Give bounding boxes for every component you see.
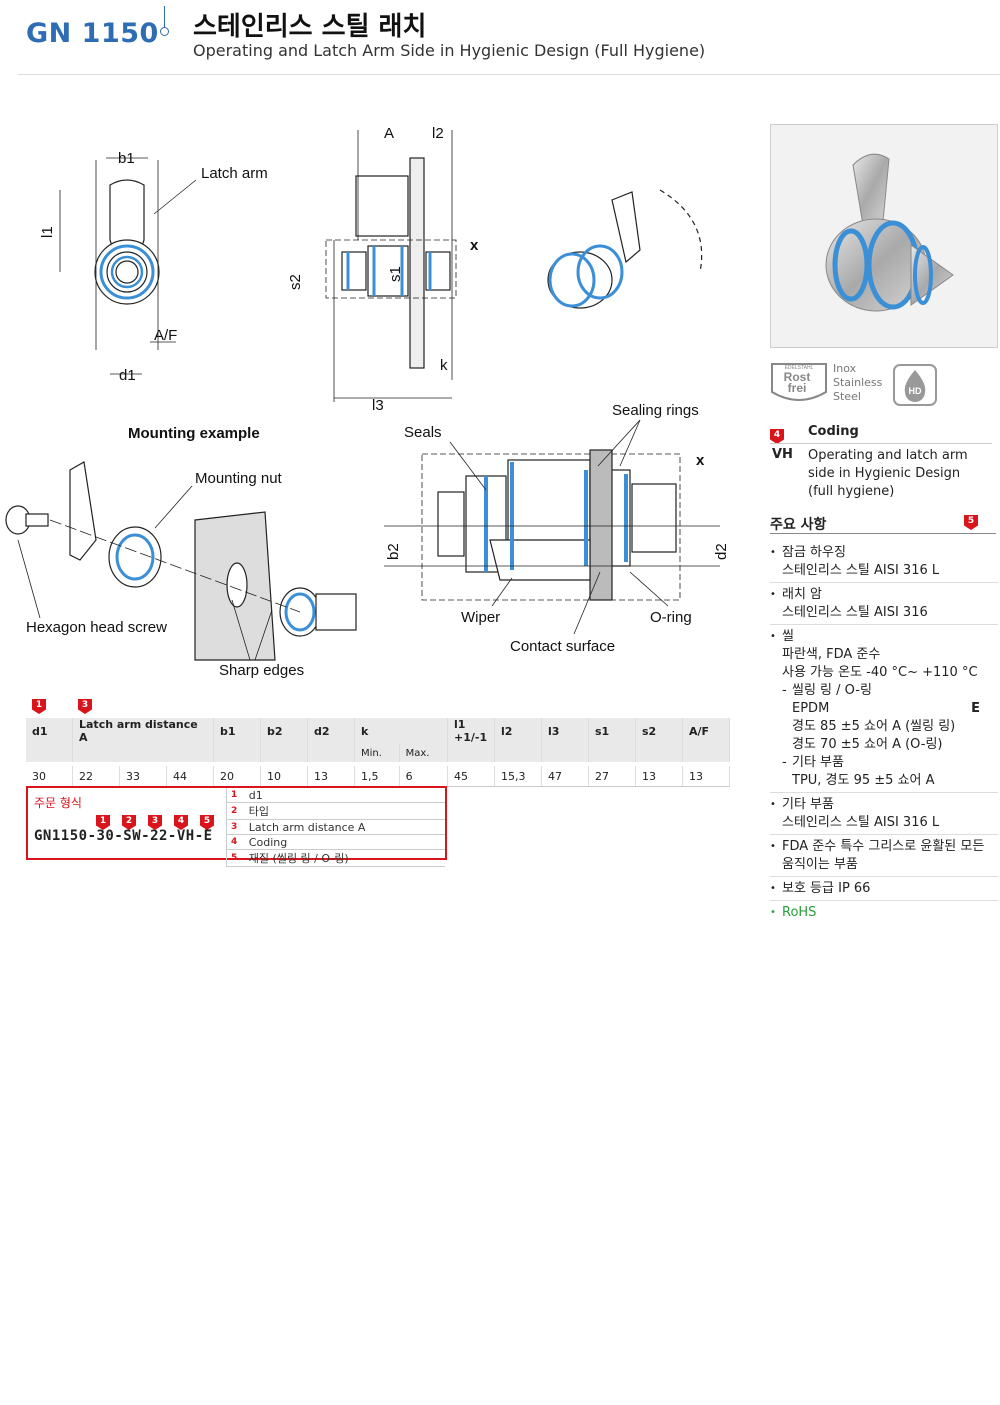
coding-title: Coding — [808, 424, 859, 439]
feature-grease: FDA 준수 특수 그리스로 윤활된 모든 움직이는 부품 — [770, 838, 998, 877]
label-k: k — [440, 357, 448, 374]
label-a: A — [384, 125, 394, 142]
th-l3: l3 — [541, 718, 589, 744]
front-view — [59, 157, 197, 375]
order-code: GN1150-30-SW-22-VH-E — [34, 828, 213, 844]
th-k-min: Min. — [354, 744, 400, 762]
th-s1: s1 — [588, 718, 636, 744]
feature-arm: 래치 암 스테인리스 스틸 AISI 316 — [770, 586, 998, 625]
label-mounting-example: Mounting example — [128, 425, 260, 442]
label-x-side: x — [470, 237, 479, 254]
label-o-ring: O-ring — [650, 609, 692, 626]
label-s1: s1 — [387, 266, 404, 282]
features-rule — [770, 533, 996, 534]
page-title: 스테인리스 스틸 래치 — [193, 12, 427, 42]
label-s2: s2 — [287, 274, 304, 290]
table-subheader-row: Min. Max. — [26, 744, 730, 762]
svg-text:frei: frei — [788, 381, 807, 395]
th-k-max: Max. — [399, 744, 449, 762]
feature-rohs: RoHS — [770, 904, 998, 924]
th-l2: l2 — [494, 718, 542, 744]
table-row: 30 22 33 44 20 10 13 1,5 6 45 15,3 47 27… — [26, 766, 730, 787]
coding-description: Operating and latch arm side in Hygienic… — [808, 448, 968, 499]
perspective-view — [547, 189, 703, 309]
section-view — [384, 419, 720, 635]
side-view — [325, 130, 457, 402]
page-subtitle: Operating and Latch Arm Side in Hygienic… — [193, 41, 706, 60]
label-latch-arm: Latch arm — [201, 165, 268, 182]
th-k: k — [354, 718, 448, 744]
label-af: A/F — [154, 327, 177, 344]
order-title: 주문 형식 — [34, 796, 82, 810]
label-l3: l3 — [372, 397, 384, 414]
th-l1: l1 +1/-1 — [447, 718, 495, 744]
label-hexagon-head-screw: Hexagon head screw — [26, 619, 167, 636]
label-d1: d1 — [119, 367, 136, 384]
features-list: 잠금 하우징 스테인리스 스틸 AISI 316 L 래치 암 스테인리스 스틸… — [770, 544, 998, 927]
th-b1: b1 — [213, 718, 261, 744]
coding-header: 4 Coding — [770, 422, 992, 444]
th-b2: b2 — [260, 718, 308, 744]
feature-seal: 씰 파란색, FDA 준수 사용 가능 온도 -40 °C~ +110 °C 씰… — [770, 628, 998, 793]
th-s2: s2 — [635, 718, 683, 744]
th-d2: d2 — [307, 718, 355, 744]
label-d2: d2 — [713, 543, 730, 560]
svg-text:HD: HD — [909, 386, 922, 396]
epdm-code: E — [971, 701, 980, 716]
th-af: A/F — [682, 718, 730, 744]
dimensions-table: d1 Latch arm distance A b1 b2 d2 k l1 +1… — [26, 718, 730, 787]
label-x-section: x — [696, 452, 705, 469]
feature-housing: 잠금 하우징 스테인리스 스틸 AISI 316 L — [770, 544, 998, 583]
material-badge-text: Inox Stainless Steel — [833, 362, 883, 403]
table-header-row: d1 Latch arm distance A b1 b2 d2 k l1 +1… — [26, 718, 730, 744]
label-contact-surface: Contact surface — [510, 638, 615, 655]
label-l1: l1 — [39, 226, 56, 238]
label-sharp-edges: Sharp edges — [219, 662, 304, 679]
label-mounting-nut: Mounting nut — [195, 470, 283, 487]
header-dot — [160, 27, 169, 36]
th-a: Latch arm distance A — [72, 718, 214, 744]
hygienic-design-badge: HD — [893, 364, 937, 406]
label-l2: l2 — [432, 125, 444, 142]
label-b1: b1 — [118, 150, 135, 167]
coding-rule — [770, 443, 992, 444]
header-divider — [164, 6, 165, 28]
label-sealing-rings: Sealing rings — [612, 402, 699, 419]
feature-ip: 보호 등급 IP 66 — [770, 880, 998, 901]
coding-code: VH — [772, 447, 793, 462]
marker-a: 3 — [78, 699, 92, 714]
rostfrei-badge: EDELSTAHL Rost frei — [771, 363, 827, 401]
label-seals: Seals — [404, 424, 442, 441]
product-code: GN 1150 — [26, 18, 159, 49]
header-rule — [18, 74, 1000, 75]
product-photo — [770, 124, 998, 348]
table-markers: 1 3 — [26, 699, 726, 715]
features-marker: 5 — [964, 515, 978, 530]
features-title: 주요 사항 — [770, 517, 827, 533]
mounting-example — [5, 461, 357, 661]
marker-d1: 1 — [32, 699, 46, 714]
svg-text:EDELSTAHL: EDELSTAHL — [785, 365, 814, 371]
feature-other: 기타 부품 스테인리스 스틸 AISI 316 L — [770, 796, 998, 835]
label-wiper: Wiper — [461, 609, 500, 626]
coding-marker: 4 — [770, 429, 784, 444]
th-d1: d1 — [26, 718, 73, 744]
label-b2: b2 — [385, 543, 402, 560]
svg-text:Rost: Rost — [784, 370, 811, 384]
technical-drawings: b1 Latch arm l1 A/F d1 A l2 x s2 s1 k l3… — [5, 125, 730, 679]
